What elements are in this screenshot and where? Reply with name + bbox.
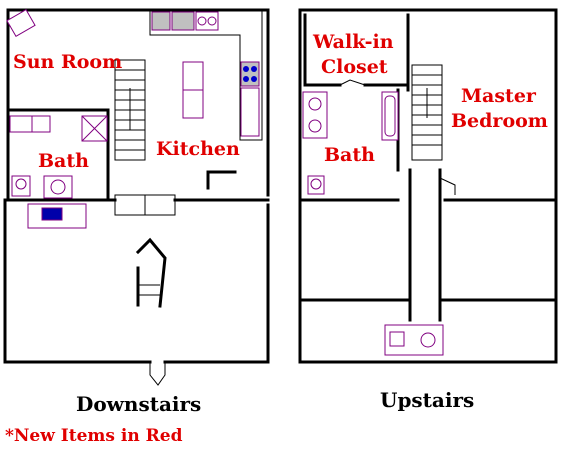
label-upstairs-bath: Bath <box>324 144 375 166</box>
downstairs-bath-fixtures <box>9 115 108 229</box>
label-downstairs-bath: Bath <box>38 150 89 172</box>
sunroom-fixture-icon <box>6 9 36 37</box>
upstairs-plan <box>298 8 558 364</box>
downstairs-stairs <box>114 59 176 216</box>
kitchen-appliance-1 <box>171 11 195 31</box>
label-kitchen: Kitchen <box>156 138 240 160</box>
upstairs-stairs <box>411 64 443 161</box>
downstairs-lower-wall <box>3 198 152 364</box>
downstairs-plan <box>3 8 270 386</box>
stove-icon <box>240 61 260 87</box>
caption-downstairs: Downstairs <box>76 392 201 416</box>
counter-segment <box>240 87 260 137</box>
label-sun-room: Sun Room <box>13 51 122 73</box>
caption-upstairs: Upstairs <box>380 388 474 412</box>
upstairs-outer-wall <box>298 8 558 202</box>
kitchen-appliance-2 <box>151 11 171 31</box>
downstairs-inner-feature <box>135 237 167 308</box>
label-master-line1: Master <box>461 85 537 107</box>
label-walkin-line2: Closet <box>321 56 388 78</box>
label-walkin-line1: Walk-in <box>312 31 394 53</box>
kitchen-sink-icon <box>195 11 219 31</box>
front-door <box>149 362 166 386</box>
upstairs-lower-outer-wall <box>298 198 558 364</box>
label-master-line2: Bedroom <box>451 110 548 132</box>
upstairs-bath-fixtures <box>302 91 444 356</box>
downstairs-outer-wall <box>6 8 270 202</box>
closet-wall <box>303 13 342 87</box>
kitchen-counter <box>149 10 263 141</box>
legend-note: *New Items in Red <box>5 426 183 446</box>
downstairs-lower-wall-right <box>163 203 270 364</box>
